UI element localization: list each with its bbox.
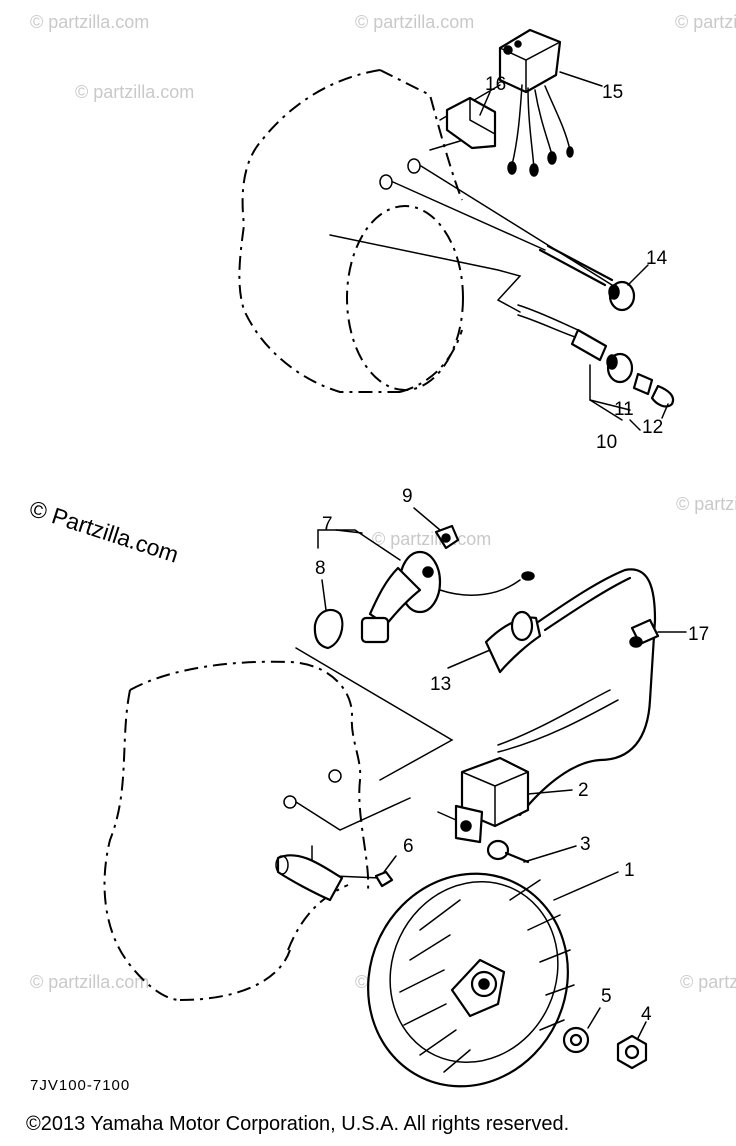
part-3-bolt (486, 839, 530, 864)
part-1-flywheel (367, 872, 575, 1088)
callout-2: 2 (578, 780, 589, 801)
watermark-faint: © partzilla.com (30, 12, 149, 32)
part-7-breaker-assembly (317, 529, 535, 644)
part-9-screw (434, 524, 460, 550)
watermark-faint: © partzilla.com (355, 12, 474, 32)
copyright-notice: ©2013 Yamaha Motor Corporation, U.S.A. A… (26, 1113, 570, 1135)
callout-14: 14 (646, 248, 668, 269)
callout-numbers: 1 2 3 4 5 6 7 8 9 10 11 12 13 14 15 16 1… (315, 74, 709, 1025)
part-10-lamp-assembly (517, 304, 675, 421)
leader-lines (321, 71, 687, 1039)
watermark-faint: © partzilla.com (372, 529, 491, 549)
callout-10: 10 (596, 432, 617, 453)
watermark-faint: © partzilla.com (680, 972, 736, 992)
part-5-washer (562, 1026, 590, 1054)
callout-13: 13 (430, 674, 451, 695)
callout-17: 17 (688, 624, 709, 645)
part-15-module (498, 28, 574, 177)
callout-15: 15 (602, 82, 623, 103)
fan-shroud (238, 69, 613, 393)
watermark-faint: © partzilla.com (675, 12, 736, 32)
part-2-ignition-coil (437, 689, 619, 844)
part-17-clamp (629, 618, 660, 648)
callout-6: 6 (403, 836, 414, 857)
part-4-nut (616, 1034, 648, 1070)
crankcase (103, 647, 454, 1001)
callout-5: 5 (601, 986, 612, 1007)
callout-3: 3 (580, 834, 591, 855)
watermark-faint: © partzilla.com (75, 82, 194, 102)
watermark-faint: © partzilla.com (676, 494, 736, 514)
callout-8: 8 (315, 558, 326, 579)
callout-11: 11 (614, 399, 634, 420)
part-14-grommet (538, 244, 636, 312)
part-6-key (374, 870, 394, 888)
drawing-code: 7JV100-7100 (30, 1077, 130, 1094)
callout-1: 1 (624, 860, 635, 881)
part-16-clamp (445, 96, 497, 150)
part-8-gasket (313, 608, 344, 650)
watermark-faint: © partzilla.com (30, 972, 149, 992)
callout-9: 9 (402, 486, 413, 507)
callout-16: 16 (485, 74, 506, 95)
watermarks-faint: © partzilla.com © partzilla.com © partzi… (30, 12, 736, 992)
callout-4: 4 (641, 1004, 652, 1025)
callout-12: 12 (642, 417, 663, 438)
callout-7: 7 (322, 514, 333, 535)
watermark-partzilla: © Partzilla.com (26, 495, 181, 568)
part-13-plug-cap (484, 568, 657, 817)
